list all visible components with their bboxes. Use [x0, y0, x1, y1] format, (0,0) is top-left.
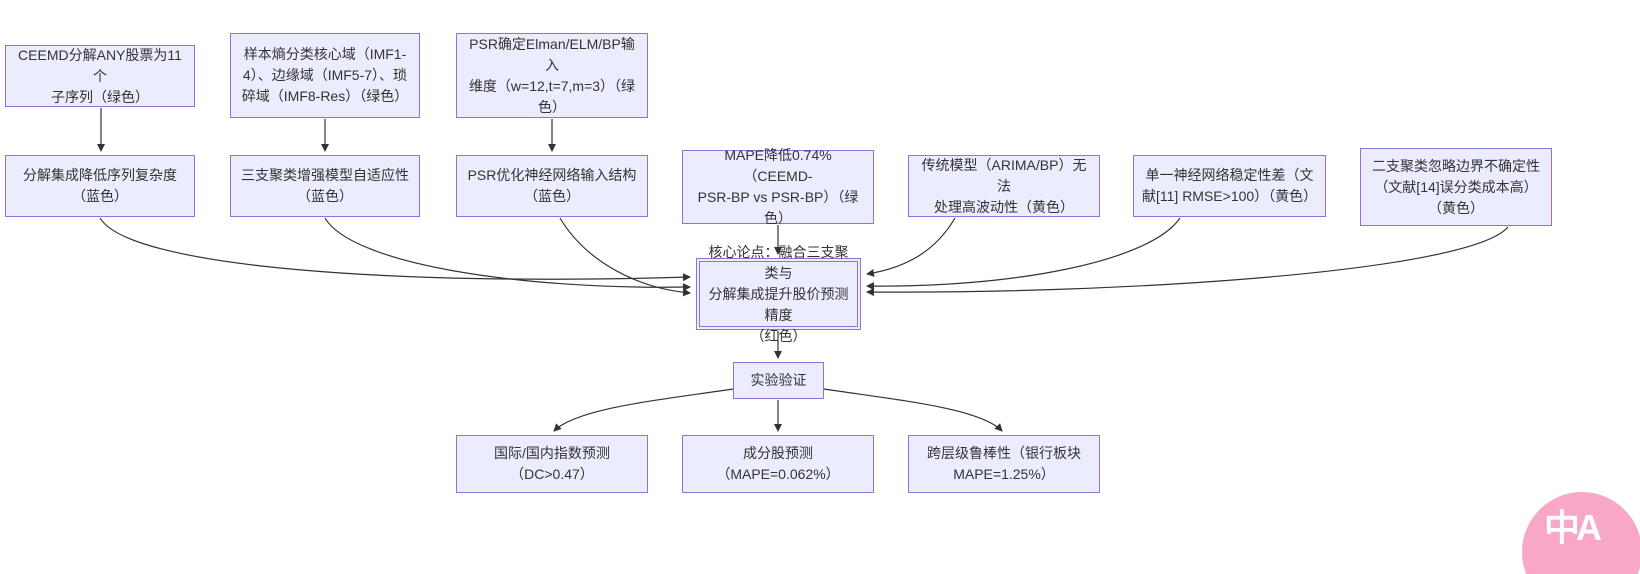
node-constituent-prediction: 成分股预测 （MAPE=0.062%） — [682, 435, 874, 493]
node-psr-dimension: PSR确定Elman/ELM/BP输入 维度（w=12,t=7,m=3）（绿 色… — [456, 33, 648, 118]
edge-singlenn-to-core — [866, 217, 1181, 291]
node-three-way-clustering: 三支聚类增强模型自适应性 （蓝色） — [230, 155, 420, 217]
node-experiment-validation: 实验验证 — [733, 362, 824, 399]
translate-icon: 中A — [1544, 507, 1602, 548]
node-index-prediction: 国际/国内指数预测 （DC>0.47） — [456, 435, 648, 493]
edge-traditional-to-core — [866, 217, 956, 277]
node-traditional-model-limit: 传统模型（ARIMA/BP）无法 处理高波动性（黄色） — [908, 155, 1100, 217]
node-ceemd-decompose: CEEMD分解ANY股票为11个 子序列（绿色） — [5, 45, 195, 107]
edge-clustering-to-core — [324, 217, 691, 292]
edge-twoway-to-core — [866, 226, 1509, 297]
node-psr-input-structure: PSR优化神经网络输入结构 （蓝色） — [456, 155, 648, 217]
node-core-thesis: 核心论点：融合三支聚类与 分解集成提升股价预测精度 （红色） — [696, 244, 861, 344]
node-decomposition-complexity: 分解集成降低序列复杂度 （蓝色） — [5, 155, 195, 217]
edge-experiment-to-index — [553, 388, 734, 432]
node-sample-entropy: 样本熵分类核心域（IMF1- 4）、边缘域（IMF5-7）、琐 碎域（IMF8-… — [230, 33, 420, 118]
node-single-nn-instability: 单一神经网络稳定性差（文 献[11] RMSE>100）（黄色） — [1133, 155, 1326, 217]
edge-complexity-to-core — [99, 217, 691, 282]
translate-button[interactable]: 中A — [1522, 492, 1640, 574]
edge-psrstruct-to-core — [559, 217, 691, 297]
node-mape-reduction: MAPE降低0.74%（CEEMD- PSR-BP vs PSR-BP）（绿 色… — [682, 147, 874, 226]
node-two-way-clustering-limit: 二支聚类忽略边界不确定性 （文献[14]误分类成本高） （黄色） — [1360, 148, 1552, 226]
node-cross-level-robustness: 跨层级鲁棒性（银行板块 MAPE=1.25%） — [908, 435, 1100, 493]
edge-experiment-to-robustness — [823, 388, 1003, 432]
